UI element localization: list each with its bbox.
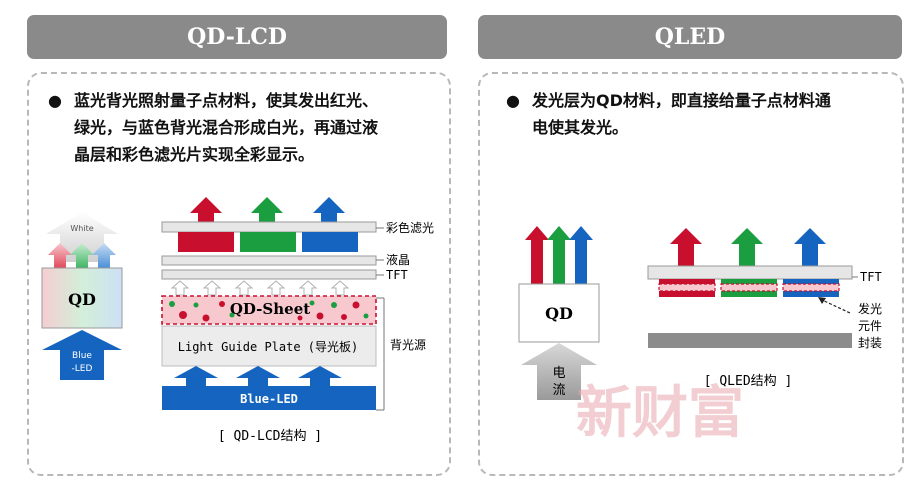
qled-qd-label: QD bbox=[545, 304, 573, 323]
layer-color-filter-label: 彩色滤光 bbox=[386, 221, 434, 235]
blue-light-arrows bbox=[174, 366, 342, 387]
emitter-pointer bbox=[819, 298, 851, 314]
qled-bullet-line-1: 发光层为QD材料，即直接给量子点材料通 bbox=[532, 91, 831, 110]
qd-lcd-panel bbox=[27, 72, 451, 476]
backlight-label: 背光源 bbox=[390, 338, 426, 352]
qd-lcd-bullet-line-2: 绿光，与蓝色背光混合形成白光，再通过液 bbox=[74, 118, 379, 137]
small-rgb-arrows bbox=[48, 243, 116, 268]
white-label: White bbox=[70, 224, 93, 233]
current-arrow bbox=[521, 343, 597, 400]
qled-tft-layer bbox=[647, 265, 853, 280]
tft-layer bbox=[161, 269, 377, 280]
qled-panel bbox=[478, 72, 904, 476]
qd-sheet-label: QD-Sheet bbox=[230, 300, 310, 318]
small-blue-led-arrow bbox=[42, 330, 122, 380]
qled-bullet: ● 发光层为QD材料，即直接给量子点材料通 电使其发光。 bbox=[506, 87, 886, 141]
small-qd-box bbox=[41, 267, 123, 329]
red-subpixel bbox=[178, 232, 234, 252]
emitter-label-1: 发光 bbox=[858, 301, 882, 316]
qled-caption: [ QLED结构 ] bbox=[704, 374, 793, 389]
qd-lcd-bullet-line-1: 蓝光背光照射量子点材料，使其发出红光、 bbox=[74, 91, 379, 110]
qd-lcd-bullet: ● 蓝光背光照射量子点材料，使其发出红光、 绿光，与蓝色背光混合形成白光，再通过… bbox=[48, 87, 448, 168]
watermark-logo: 新财富 bbox=[576, 380, 744, 446]
color-filter-top bbox=[161, 221, 377, 233]
qd-emitter-layers bbox=[658, 283, 840, 292]
bullet-dot: ● bbox=[48, 91, 62, 110]
encapsulation-layer bbox=[648, 333, 852, 348]
bullet-dot: ● bbox=[506, 91, 520, 110]
small-blue-led-line-2: -LED bbox=[72, 364, 93, 374]
current-label-1: 电 bbox=[552, 366, 565, 381]
qd-lcd-bullet-line-3: 晶层和彩色滤光片实现全彩显示。 bbox=[74, 145, 315, 164]
light-guide-label: Light Guide Plate (导光板) bbox=[178, 340, 359, 354]
liquid-crystal-layer bbox=[161, 255, 377, 266]
qled-qd-box bbox=[518, 283, 600, 343]
encapsulation-label: 封装 bbox=[858, 336, 882, 350]
green-subpixel bbox=[240, 232, 296, 252]
qd-sheet bbox=[161, 295, 377, 325]
small-blue-led-line-1: Blue bbox=[72, 351, 92, 361]
qled-bullet-line-2: 电使其发光。 bbox=[532, 118, 629, 137]
qled-title: QLED bbox=[654, 24, 726, 50]
qd-lcd-header: QD-LCD bbox=[27, 15, 447, 59]
small-qd-label: QD bbox=[68, 290, 96, 309]
qd-dots bbox=[169, 300, 369, 322]
qd-lcd-title: QD-LCD bbox=[187, 24, 287, 50]
qled-tft-label: TFT bbox=[860, 270, 882, 284]
layer-tft-label: TFT bbox=[386, 268, 408, 282]
blue-led-bar bbox=[162, 386, 376, 410]
emitter-label-2: 元件 bbox=[858, 319, 882, 333]
qled-rgb-arrows bbox=[525, 226, 593, 284]
qled-output-arrows bbox=[670, 228, 826, 266]
light-up-arrows bbox=[170, 280, 350, 296]
blue-led-bar-label: Blue-LED bbox=[240, 392, 298, 406]
current-label-2: 流 bbox=[552, 383, 565, 398]
light-guide-plate bbox=[161, 325, 377, 367]
layer-liquid-crystal-label: 液晶 bbox=[386, 252, 410, 267]
blue-subpixel bbox=[302, 232, 358, 252]
qd-lcd-caption: [ QD-LCD结构 ] bbox=[218, 429, 322, 444]
qled-header: QLED bbox=[478, 15, 902, 59]
